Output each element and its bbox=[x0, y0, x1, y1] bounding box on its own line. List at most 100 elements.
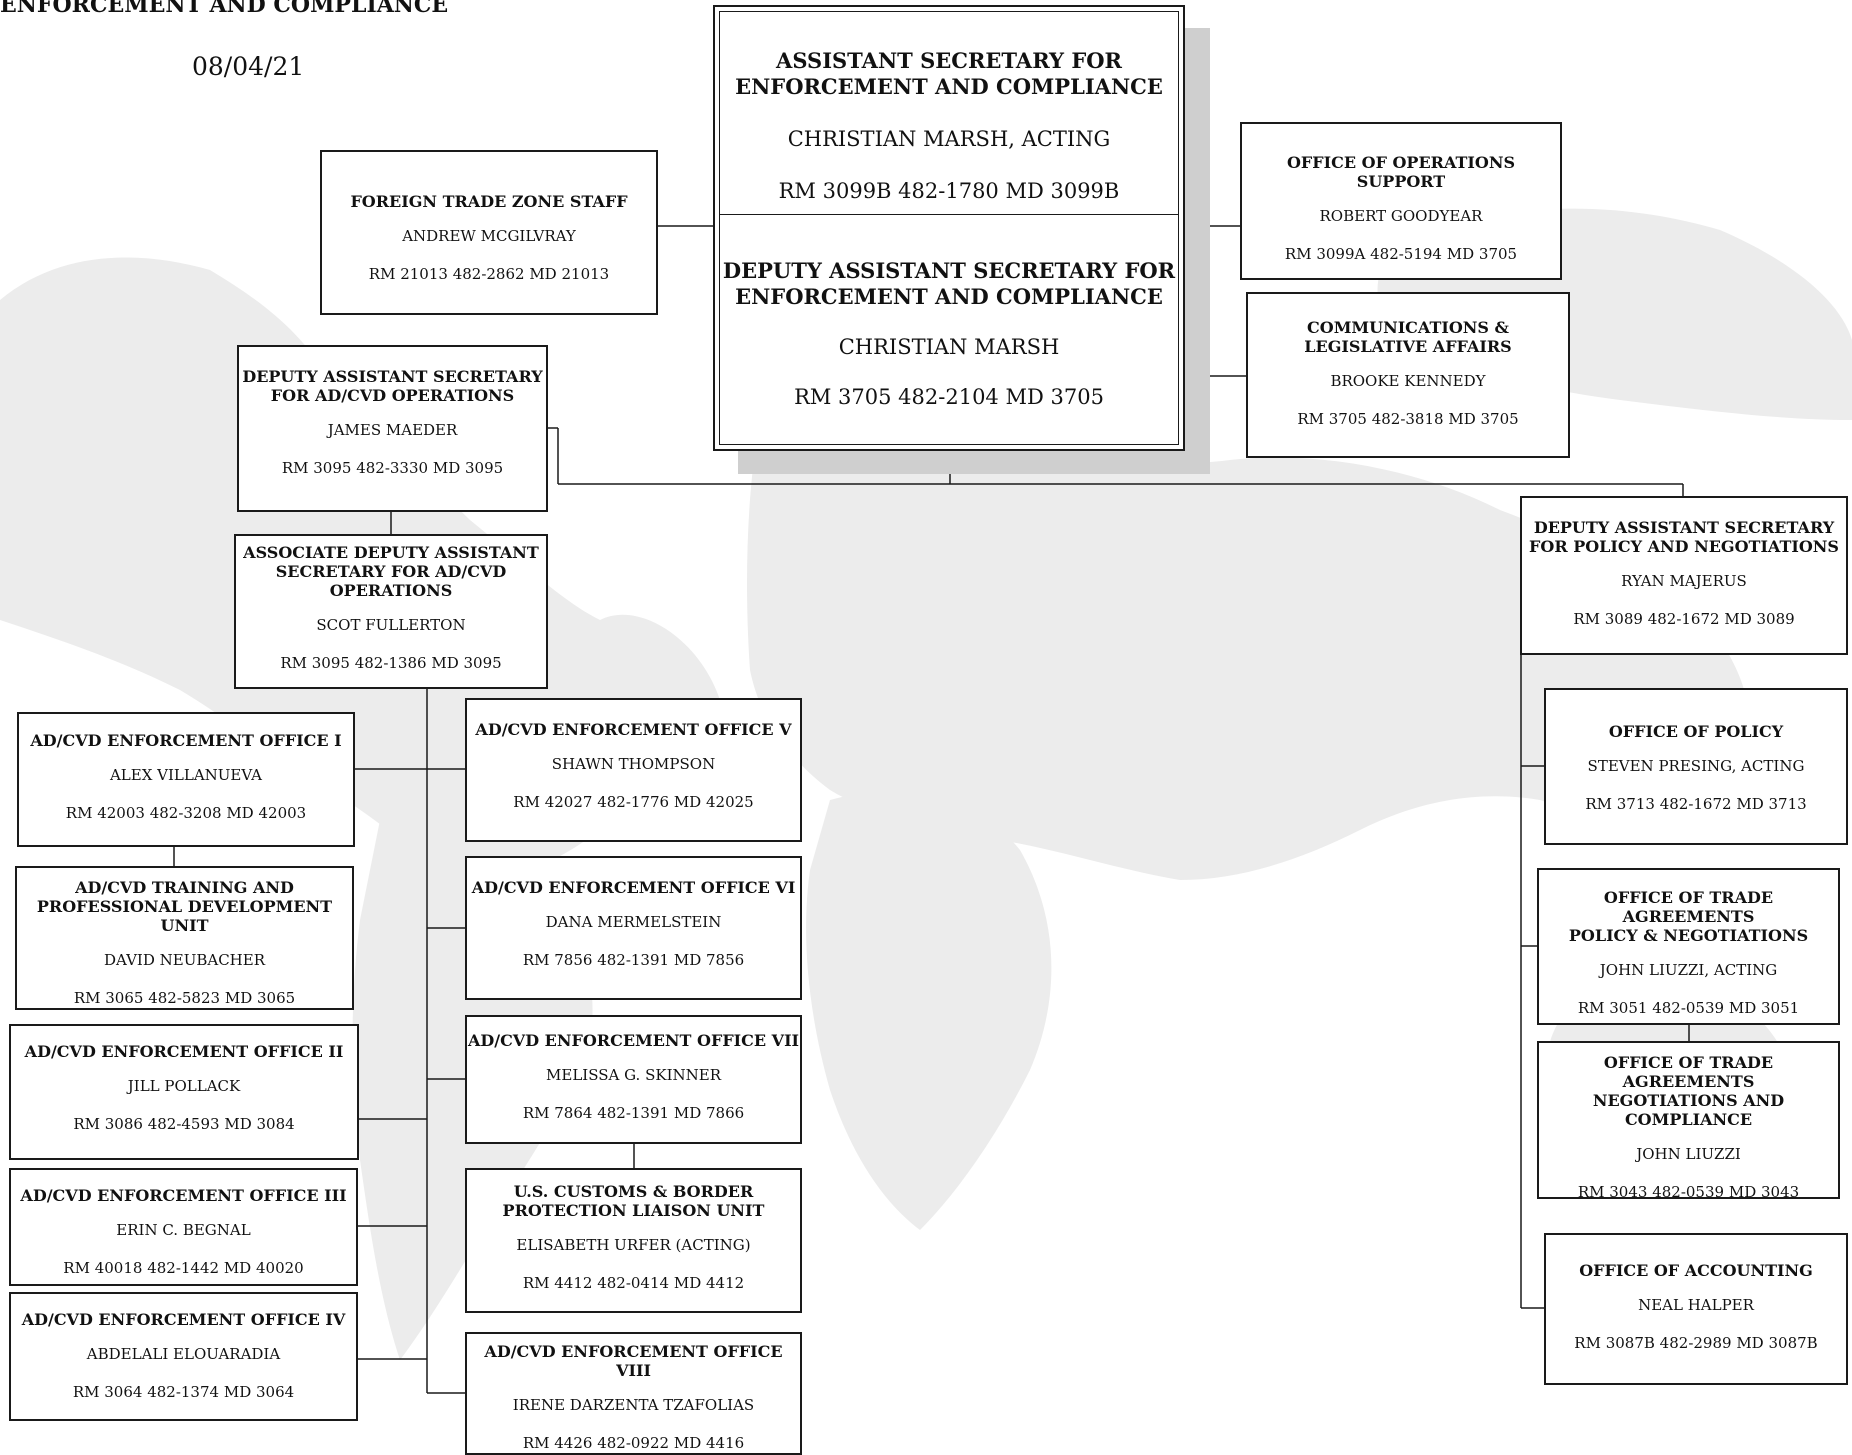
office-viii-room: RM 4426 482-0922 MD 4416 bbox=[522, 1434, 745, 1452]
office-vii-room: RM 7864 482-1391 MD 7866 bbox=[522, 1104, 745, 1122]
office-iii-box: AD/CVD ENFORCEMENT OFFICE III ERIN C. BE… bbox=[9, 1168, 358, 1286]
cbp-title-1: U.S. CUSTOMS & BORDER bbox=[513, 1182, 754, 1201]
adas-adcvd-box: ASSOCIATE DEPUTY ASSISTANT SECRETARY FOR… bbox=[234, 534, 548, 689]
accounting-title: OFFICE OF ACCOUNTING bbox=[1579, 1261, 1813, 1280]
das-policy-box: DEPUTY ASSISTANT SECRETARY FOR POLICY AN… bbox=[1520, 496, 1848, 655]
office-of-policy-box: OFFICE OF POLICY STEVEN PRESING, ACTING … bbox=[1544, 688, 1848, 845]
office-iv-name: ABDELALI ELOUARADIA bbox=[86, 1345, 281, 1363]
assistant-secretary-name: CHRISTIAN MARSH, ACTING bbox=[787, 127, 1111, 151]
deputy-section: DEPUTY ASSISTANT SECRETARY FOR ENFORCEME… bbox=[720, 258, 1178, 410]
ops-title: OFFICE OF OPERATIONS SUPPORT bbox=[1286, 153, 1515, 191]
office-ii-title: AD/CVD ENFORCEMENT OFFICE II bbox=[24, 1042, 344, 1061]
cbp-name: ELISABETH URFER (ACTING) bbox=[516, 1236, 751, 1254]
assistant-secretary-box: ASSISTANT SECRETARY FOR ENFORCEMENT AND … bbox=[713, 5, 1185, 451]
office-vi-name: DANA MERMELSTEIN bbox=[545, 913, 722, 931]
adas-room: RM 3095 482-1386 MD 3095 bbox=[280, 654, 502, 672]
das-adcvd-title-2: FOR AD/CVD OPERATIONS bbox=[270, 386, 515, 405]
trade-agreements-compliance-box: OFFICE OF TRADE AGREEMENTS NEGOTIATIONS … bbox=[1537, 1041, 1840, 1201]
accounting-name: NEAL HALPER bbox=[1638, 1296, 1754, 1314]
policy-name: STEVEN PRESING, ACTING bbox=[1587, 757, 1805, 775]
office-vi-title: AD/CVD ENFORCEMENT OFFICE VI bbox=[471, 878, 796, 897]
office-iv-box: AD/CVD ENFORCEMENT OFFICE IV ABDELALI EL… bbox=[9, 1292, 358, 1421]
office-vii-name: MELISSA G. SKINNER bbox=[546, 1066, 721, 1084]
office-i-box: AD/CVD ENFORCEMENT OFFICE I ALEX VILLANU… bbox=[17, 712, 355, 847]
office-vi-box: AD/CVD ENFORCEMENT OFFICE VI DANA MERMEL… bbox=[465, 856, 802, 1000]
tapn-room: RM 3051 482-0539 MD 3051 bbox=[1577, 999, 1800, 1017]
ftz-title: FOREIGN TRADE ZONE STAFF bbox=[350, 192, 628, 211]
ftz-name: ANDREW MCGILVRAY bbox=[402, 227, 576, 245]
tapn-title-1: OFFICE OF TRADE AGREEMENTS bbox=[1603, 888, 1774, 926]
office-viii-name: IRENE DARZENTA TZAFOLIAS bbox=[512, 1396, 755, 1414]
ops-name: ROBERT GOODYEAR bbox=[1319, 207, 1483, 225]
office-i-room: RM 42003 482-3208 MD 42003 bbox=[65, 804, 307, 822]
policy-room: RM 3713 482-1672 MD 3713 bbox=[1585, 795, 1807, 813]
das-policy-title-2: FOR POLICY AND NEGOTIATIONS bbox=[1529, 537, 1839, 556]
communications-box: COMMUNICATIONS & LEGISLATIVE AFFAIRS BRO… bbox=[1246, 292, 1570, 458]
adas-title-3: OPERATIONS bbox=[329, 581, 453, 600]
tanc-title-2: NEGOTIATIONS AND bbox=[1592, 1091, 1785, 1110]
office-ii-name: JILL POLLACK bbox=[127, 1077, 241, 1095]
training-title-1: AD/CVD TRAINING AND bbox=[75, 878, 294, 897]
training-title-2: PROFESSIONAL DEVELOPMENT UNIT bbox=[36, 897, 333, 935]
office-vi-room: RM 7856 482-1391 MD 7856 bbox=[522, 951, 745, 969]
office-iii-room: RM 40018 482-1442 MD 40020 bbox=[63, 1259, 304, 1277]
training-unit-box: AD/CVD TRAINING AND PROFESSIONAL DEVELOP… bbox=[15, 866, 354, 1010]
cbp-liaison-box: U.S. CUSTOMS & BORDER PROTECTION LIAISON… bbox=[465, 1168, 802, 1313]
das-adcvd-box: DEPUTY ASSISTANT SECRETARY FOR AD/CVD OP… bbox=[237, 345, 548, 512]
office-of-accounting-box: OFFICE OF ACCOUNTING NEAL HALPER RM 3087… bbox=[1544, 1233, 1848, 1385]
office-v-box: AD/CVD ENFORCEMENT OFFICE V SHAWN THOMPS… bbox=[465, 698, 802, 842]
assistant-secretary-section: ASSISTANT SECRETARY FOR ENFORCEMENT AND … bbox=[720, 48, 1178, 204]
office-vii-title: AD/CVD ENFORCEMENT OFFICE VII bbox=[467, 1031, 800, 1050]
comms-title-2: LEGISLATIVE AFFAIRS bbox=[1304, 337, 1512, 356]
das-policy-title-1: DEPUTY ASSISTANT SECRETARY bbox=[1533, 518, 1835, 537]
deputy-title-1: DEPUTY ASSISTANT SECRETARY FOR bbox=[722, 258, 1176, 283]
cbp-title-2: PROTECTION LIAISON UNIT bbox=[502, 1201, 765, 1220]
tanc-title-3: COMPLIANCE bbox=[1624, 1110, 1753, 1129]
office-ii-room: RM 3086 482-4593 MD 3084 bbox=[73, 1115, 295, 1133]
assistant-secretary-title-2: ENFORCEMENT AND COMPLIANCE bbox=[735, 74, 1163, 99]
comms-room: RM 3705 482-3818 MD 3705 bbox=[1297, 410, 1519, 428]
office-i-name: ALEX VILLANUEVA bbox=[109, 766, 263, 784]
tapn-name: JOHN LIUZZI, ACTING bbox=[1599, 961, 1778, 979]
das-policy-name: RYAN MAJERUS bbox=[1621, 572, 1747, 590]
deputy-room: RM 3705 482-2104 MD 3705 bbox=[794, 385, 1104, 409]
office-v-room: RM 42027 482-1776 MD 42025 bbox=[513, 793, 754, 811]
training-name: DAVID NEUBACHER bbox=[103, 951, 266, 969]
foreign-trade-zone-box: FOREIGN TRADE ZONE STAFF ANDREW MCGILVRA… bbox=[320, 150, 658, 315]
office-iii-name: ERIN C. BEGNAL bbox=[116, 1221, 251, 1239]
deputy-name: CHRISTIAN MARSH bbox=[838, 335, 1060, 359]
cbp-room: RM 4412 482-0414 MD 4412 bbox=[522, 1274, 745, 1292]
comms-name: BROOKE KENNEDY bbox=[1330, 372, 1486, 390]
office-v-name: SHAWN THOMPSON bbox=[551, 755, 716, 773]
ftz-room: RM 21013 482-2862 MD 21013 bbox=[368, 265, 610, 283]
das-adcvd-name: JAMES MAEDER bbox=[327, 421, 458, 439]
office-viii-title: AD/CVD ENFORCEMENT OFFICE VIII bbox=[484, 1342, 783, 1380]
main-inner-frame: ASSISTANT SECRETARY FOR ENFORCEMENT AND … bbox=[719, 11, 1179, 445]
training-room: RM 3065 482-5823 MD 3065 bbox=[73, 989, 296, 1007]
office-vii-box: AD/CVD ENFORCEMENT OFFICE VII MELISSA G.… bbox=[465, 1015, 802, 1144]
office-ii-box: AD/CVD ENFORCEMENT OFFICE II JILL POLLAC… bbox=[9, 1024, 359, 1160]
trade-agreements-policy-box: OFFICE OF TRADE AGREEMENTS POLICY & NEGO… bbox=[1537, 868, 1840, 1025]
office-v-title: AD/CVD ENFORCEMENT OFFICE V bbox=[475, 720, 792, 739]
accounting-room: RM 3087B 482-2989 MD 3087B bbox=[1574, 1334, 1818, 1352]
tanc-room: RM 3043 482-0539 MD 3043 bbox=[1577, 1183, 1800, 1201]
tanc-title-1: OFFICE OF TRADE AGREEMENTS bbox=[1603, 1053, 1774, 1091]
das-adcvd-room: RM 3095 482-3330 MD 3095 bbox=[281, 459, 504, 477]
office-i-title: AD/CVD ENFORCEMENT OFFICE I bbox=[30, 731, 342, 750]
das-policy-room: RM 3089 482-1672 MD 3089 bbox=[1573, 610, 1795, 628]
office-iv-room: RM 3064 482-1374 MD 3064 bbox=[72, 1383, 295, 1401]
ops-room: RM 3099A 482-5194 MD 3705 bbox=[1284, 245, 1518, 263]
page-title: ENFORCEMENT AND COMPLIANCE bbox=[0, 0, 449, 18]
policy-title: OFFICE OF POLICY bbox=[1608, 722, 1784, 741]
assistant-secretary-room: RM 3099B 482-1780 MD 3099B bbox=[778, 179, 1120, 203]
assistant-secretary-title-1: ASSISTANT SECRETARY FOR bbox=[776, 48, 1122, 73]
main-divider bbox=[720, 214, 1178, 215]
das-adcvd-title-1: DEPUTY ASSISTANT SECRETARY bbox=[242, 367, 543, 386]
tapn-title-2: POLICY & NEGOTIATIONS bbox=[1568, 926, 1809, 945]
office-iv-title: AD/CVD ENFORCEMENT OFFICE IV bbox=[21, 1310, 346, 1329]
deputy-title-2: ENFORCEMENT AND COMPLIANCE bbox=[735, 284, 1163, 309]
adas-name: SCOT FULLERTON bbox=[316, 616, 466, 634]
adas-title-1: ASSOCIATE DEPUTY ASSISTANT bbox=[243, 543, 539, 562]
office-iii-title: AD/CVD ENFORCEMENT OFFICE III bbox=[20, 1186, 347, 1205]
tanc-name: JOHN LIUZZI bbox=[1636, 1145, 1741, 1163]
